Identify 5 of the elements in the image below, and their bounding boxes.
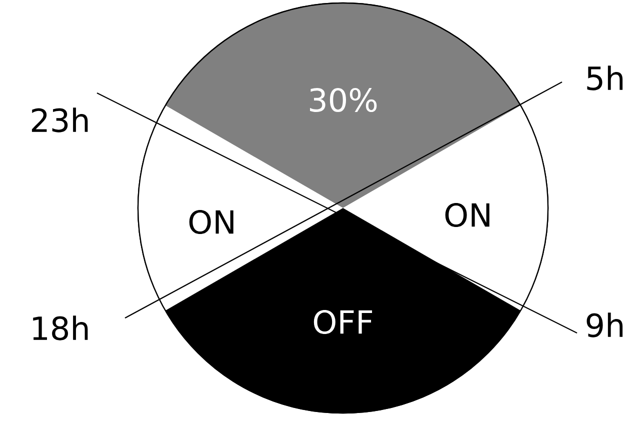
node-label: ON [189, 210, 234, 234]
time-label: 23h [32, 108, 88, 132]
time-label: 9h [586, 312, 623, 338]
time-label: 18h [33, 316, 88, 340]
time-label: 5h [587, 66, 623, 90]
